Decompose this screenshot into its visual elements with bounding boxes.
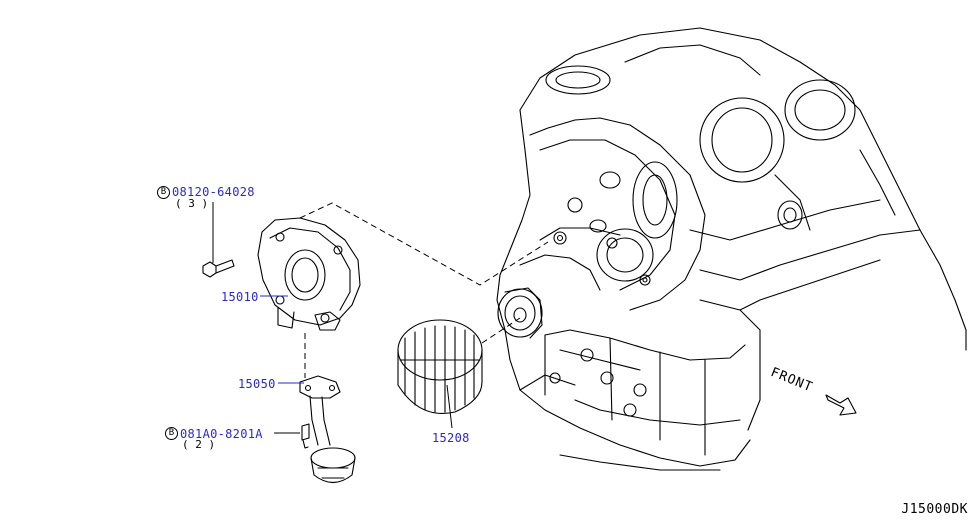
oil-filter-drawing bbox=[397, 319, 483, 414]
callout-oil-pump[interactable]: 15010 bbox=[221, 290, 259, 304]
bolt-marker-icon: B bbox=[157, 186, 170, 199]
callout-bolt-lower[interactable]: 081A0-8201A bbox=[180, 427, 263, 441]
upper-bolt-drawing bbox=[202, 259, 235, 278]
figure-reference: J15000DK bbox=[901, 502, 968, 517]
oil-pump-drawing bbox=[257, 217, 361, 331]
callout-bolt-upper[interactable]: 08120-64028 bbox=[172, 185, 255, 199]
gasket-strainer-drawing bbox=[299, 375, 356, 484]
callout-oil-filter[interactable]: 15208 bbox=[432, 431, 470, 445]
lower-bolt-drawing bbox=[301, 423, 310, 449]
bolt-marker-icon: B bbox=[165, 427, 178, 440]
engine-block-drawing bbox=[496, 27, 967, 471]
callout-bolt-upper-qty: ( 3 ) bbox=[175, 197, 209, 210]
callout-bolt-lower-qty: ( 2 ) bbox=[182, 438, 216, 451]
front-arrow-icon bbox=[825, 394, 857, 416]
callout-gasket[interactable]: 15050 bbox=[238, 377, 276, 391]
